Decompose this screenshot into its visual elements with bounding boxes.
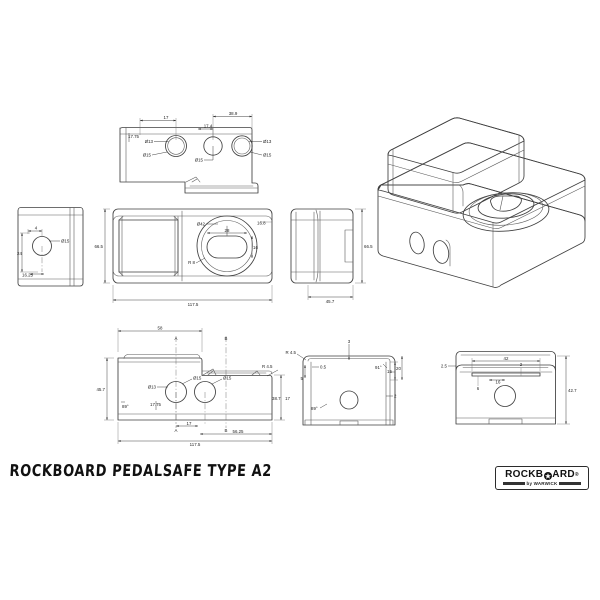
view-front: 66.5 117.5 Ø42 28 16.8 16 R 8 [94, 208, 273, 307]
view-top: 17 38.9 17.4 17.75 Ø13 Ø15 Ø15 Ø13 Ø15 [119, 111, 272, 194]
rockboard-logo: ROCKB ARD ® by WARWICK [495, 466, 589, 490]
registered-mark: ® [574, 471, 579, 478]
view-section: R 4.5 3 0.5 91° 15 20 5 89° 2 17 [285, 339, 403, 426]
dim-bottom-58: 58 [158, 326, 163, 331]
dim-top-38-9: 38.9 [229, 111, 238, 116]
view-left-side: 4 24 16.25 Ø15 [17, 207, 84, 287]
view-isometric-3d [377, 117, 586, 288]
dim-bottom-d15-b: Ø15 [223, 376, 232, 381]
dim-left-24: 24 [17, 251, 22, 256]
dim-top-17-75: 17.75 [128, 134, 140, 139]
dim-bottom-117-5: 117.5 [190, 442, 201, 447]
dim-top-d13-right: Ø13 [263, 139, 272, 144]
dim-top-17-4: 17.4 [204, 124, 213, 129]
view-bottom: 58 A B A B 45.7 38.7 117.5 56.25 17 17.7… [96, 326, 285, 447]
dim-section-91deg: 91° [375, 365, 382, 370]
dim-detail-2: 2 [520, 362, 523, 367]
star-icon [543, 471, 552, 480]
dim-left-4: 4 [35, 226, 38, 231]
dim-bottom-45-7: 45.7 [96, 387, 105, 392]
dim-front-28: 28 [225, 228, 230, 233]
dim-left-d15: Ø15 [61, 238, 70, 243]
dim-bottom-17: 17 [187, 421, 192, 426]
logo-tagline-row: by WARWICK [502, 481, 582, 487]
dim-top-d13: Ø13 [145, 139, 154, 144]
logo-brand-text-right: ARD [552, 468, 575, 480]
dim-section-20: 20 [396, 366, 401, 371]
dim-top-d15-right: Ø15 [263, 152, 272, 157]
dim-front-66-5: 66.5 [94, 244, 103, 249]
section-mark-b-top: B [225, 336, 228, 341]
dim-front-d42: Ø42 [197, 221, 206, 226]
dim-detail-42-7: 42.7 [568, 388, 577, 393]
dim-bottom-d13: Ø13 [148, 384, 157, 389]
logo-bar-left [502, 482, 525, 486]
dim-front-117-5: 117.5 [188, 302, 199, 307]
logo-brand-row: ROCKB ARD ® [505, 468, 579, 480]
dim-top-17: 17 [164, 115, 169, 120]
view-right-side: 66.5 45.7 [290, 208, 373, 304]
dim-top-d15-left: Ø15 [143, 152, 152, 157]
logo-tagline: by WARWICK [526, 481, 558, 487]
dim-bottom-r4-5: R 4.5 [262, 364, 273, 369]
page-title: ROCKBOARD PEDALSAFE TYPE A2 [8, 462, 273, 481]
dim-bottom-89deg: 89° [122, 404, 129, 409]
dim-section-2: 2 [394, 393, 397, 398]
section-mark-a-bottom: A [175, 428, 178, 433]
dim-right-45-7: 45.7 [326, 299, 335, 304]
dim-section-17: 17 [285, 396, 290, 401]
dim-bottom-17-75: 17.75 [150, 402, 162, 407]
section-mark-b-bottom: B [225, 428, 228, 433]
dim-bottom-d15-a: Ø15 [193, 376, 202, 381]
dim-section-0-5: 0.5 [320, 364, 327, 369]
view-detail: 42 2.5 16 6 2 42.7 [441, 351, 577, 425]
dim-detail-16: 16 [496, 380, 501, 385]
dim-detail-42: 42 [504, 356, 509, 361]
section-mark-a-top: A [175, 336, 178, 341]
dim-front-16: 16 [253, 245, 258, 250]
dim-bottom-56-25: 56.25 [233, 429, 245, 434]
dim-section-15: 15 [387, 369, 392, 374]
dim-detail-2-5: 2.5 [441, 363, 448, 368]
dim-front-r8: R 8 [188, 260, 195, 265]
dim-top-d15-mid: Ø15 [195, 157, 204, 162]
dim-section-3: 3 [348, 339, 351, 344]
dim-detail-6: 6 [477, 386, 480, 391]
dim-right-66-5: 66.5 [364, 244, 373, 249]
dim-section-r4-5: R 4.5 [286, 350, 297, 355]
dim-left-16-25: 16.25 [22, 273, 34, 278]
dim-front-16-8: 16.8 [257, 221, 266, 226]
dim-bottom-38-7: 38.7 [272, 396, 281, 401]
dim-section-89deg: 89° [311, 406, 318, 411]
dim-section-5: 5 [301, 376, 304, 381]
logo-bar-right [559, 482, 582, 486]
logo-brand-text-left: ROCKB [505, 468, 544, 480]
